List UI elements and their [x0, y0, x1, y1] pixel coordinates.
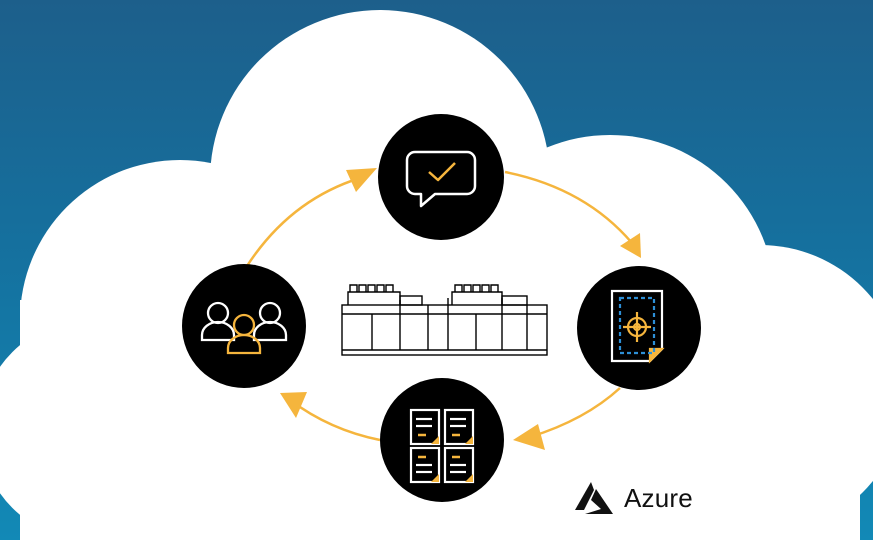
people-group-icon: [200, 301, 288, 355]
brand-name: Azure: [624, 482, 693, 513]
arrow-people-to-feedback: [245, 176, 361, 267]
document-target-icon: [610, 289, 665, 364]
azure-logo-icon: [575, 482, 613, 514]
arrow-feedback-to-target: [504, 170, 633, 244]
arrowhead-target: [620, 233, 641, 258]
node-target: [577, 266, 701, 390]
azure-brand: Azure: [572, 480, 693, 516]
documents-grid-icon: [409, 408, 475, 484]
node-people: [182, 264, 306, 388]
arrow-target-to-documents: [529, 387, 621, 439]
chat-checkmark-icon: [405, 150, 477, 208]
arrowhead-documents: [513, 424, 545, 450]
node-documents: [380, 378, 504, 502]
arrowheads: [280, 168, 641, 450]
server-rack-icon: [341, 284, 548, 356]
node-feedback: [378, 114, 504, 240]
cycle-arrows: [245, 170, 633, 442]
arrowhead-people: [280, 392, 307, 418]
arrowhead-feedback: [346, 168, 377, 192]
